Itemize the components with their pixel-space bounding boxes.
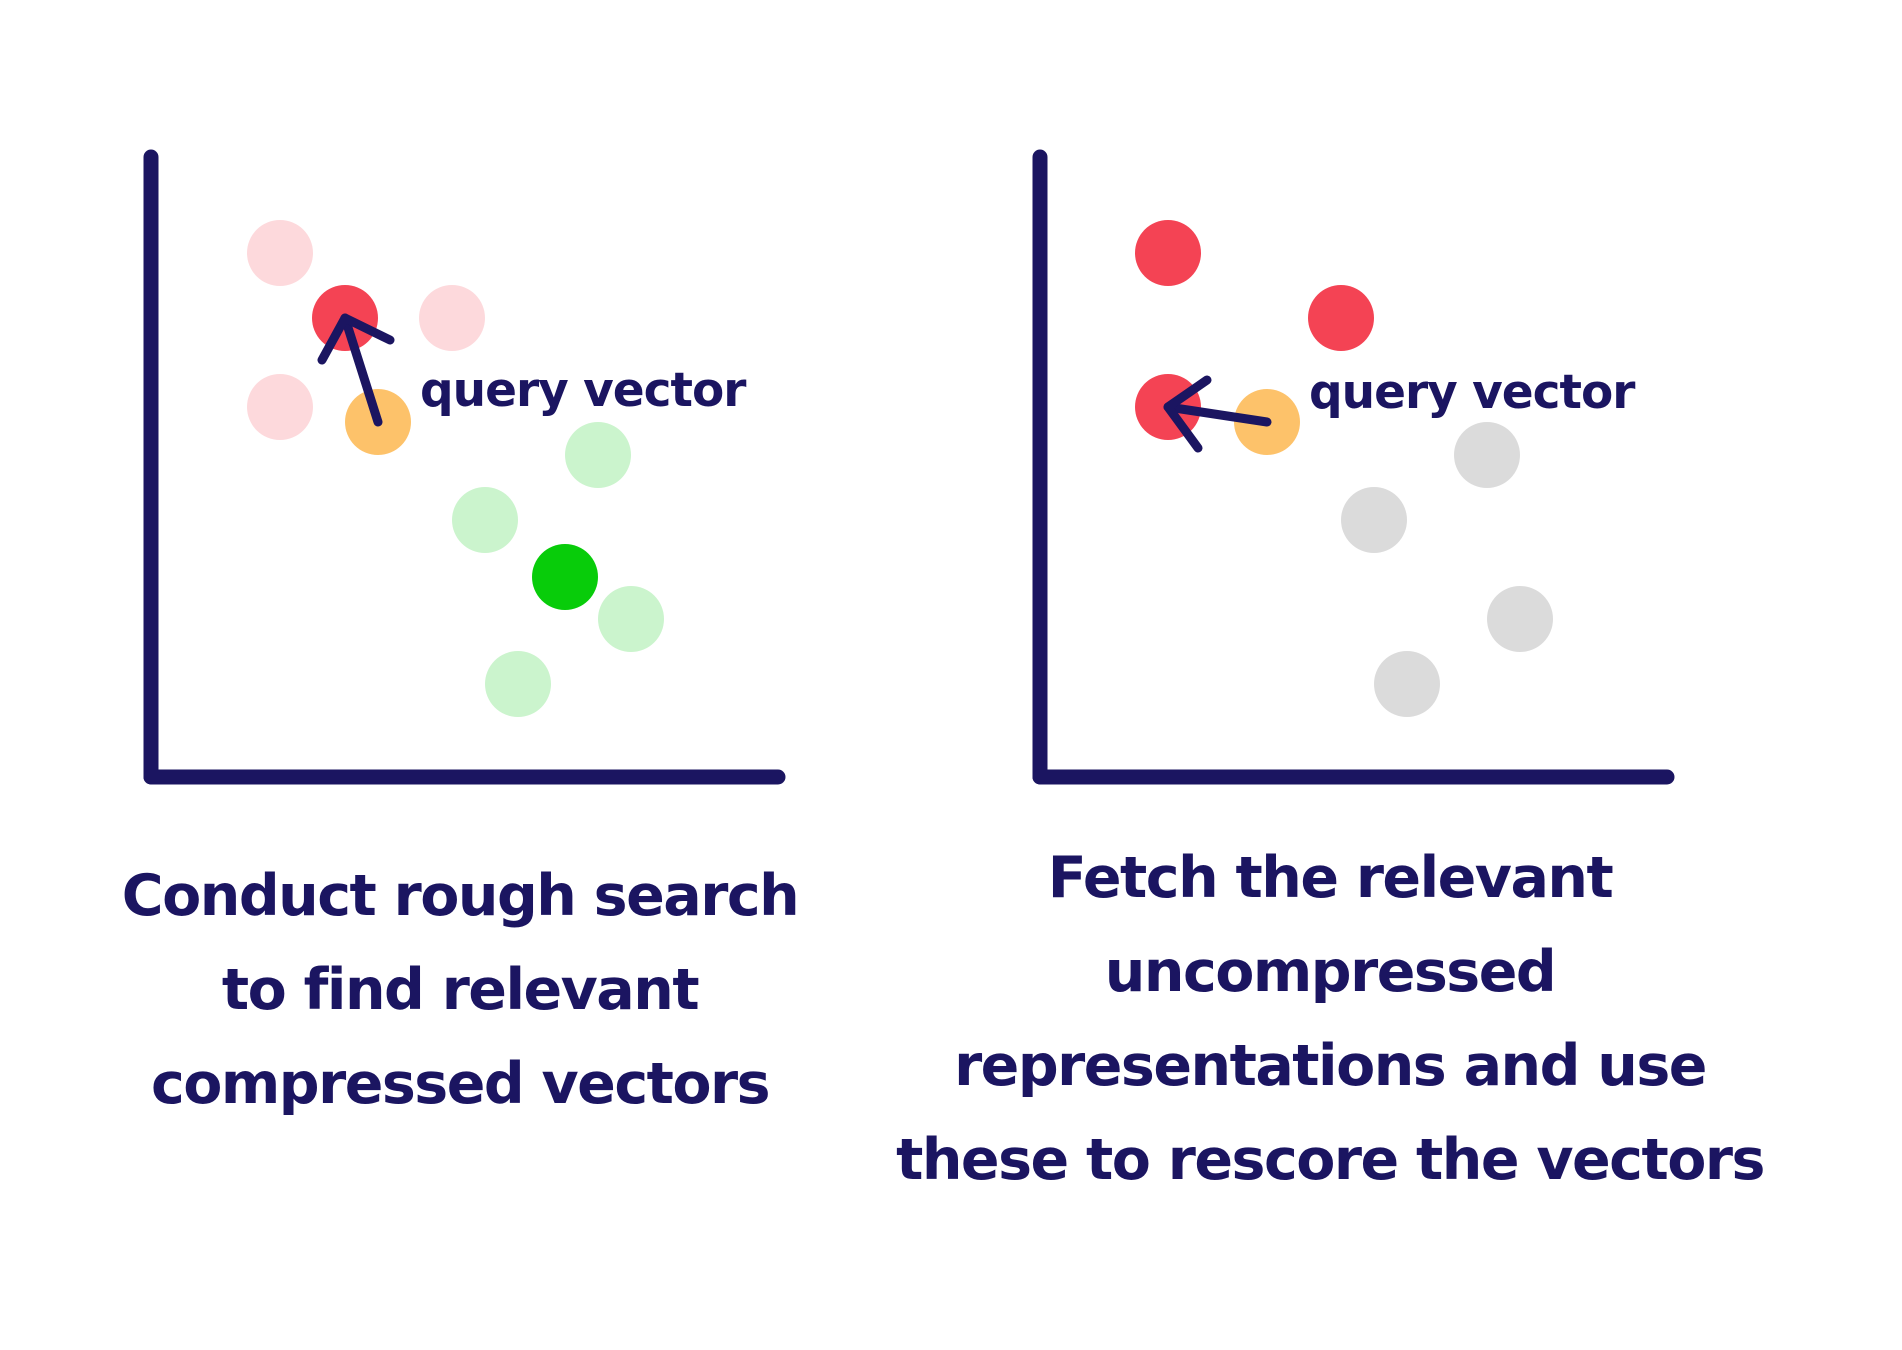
faded-green-point [565,422,631,488]
right-query-label: query vector [1309,365,1636,420]
caption-line: these to rescore the vectors [896,1127,1765,1193]
gray-point [1487,586,1553,652]
gray-point [1454,422,1520,488]
right-query-arrow [1163,375,1272,453]
caption-line: Conduct rough search [121,863,800,929]
caption-line: uncompressed [1104,939,1557,1005]
left-query-label: query vector [420,363,747,418]
gray-point [1341,487,1407,553]
caption-line: representations and use [954,1033,1707,1099]
faded-green-point [598,586,664,652]
left-query-arrow [317,313,395,427]
left-panel: query vector [143,149,786,785]
faded-green-point [452,487,518,553]
gray-point [1374,651,1440,717]
caption-line: to find relevant [221,957,700,1023]
faded-red-point [247,220,313,286]
left-caption: Conduct rough search to find relevant co… [60,849,860,1131]
faded-red-point [419,285,485,351]
caption-line: Fetch the relevant [1047,845,1614,911]
red-point [1135,220,1201,286]
faded-green-point [485,651,551,717]
right-caption: Fetch the relevant uncompressed represen… [880,831,1780,1207]
faded-red-point [247,374,313,440]
caption-line: compressed vectors [150,1051,771,1117]
right-panel: query vector [1032,149,1675,785]
red-point [1308,285,1374,351]
selected-green-point [532,544,598,610]
